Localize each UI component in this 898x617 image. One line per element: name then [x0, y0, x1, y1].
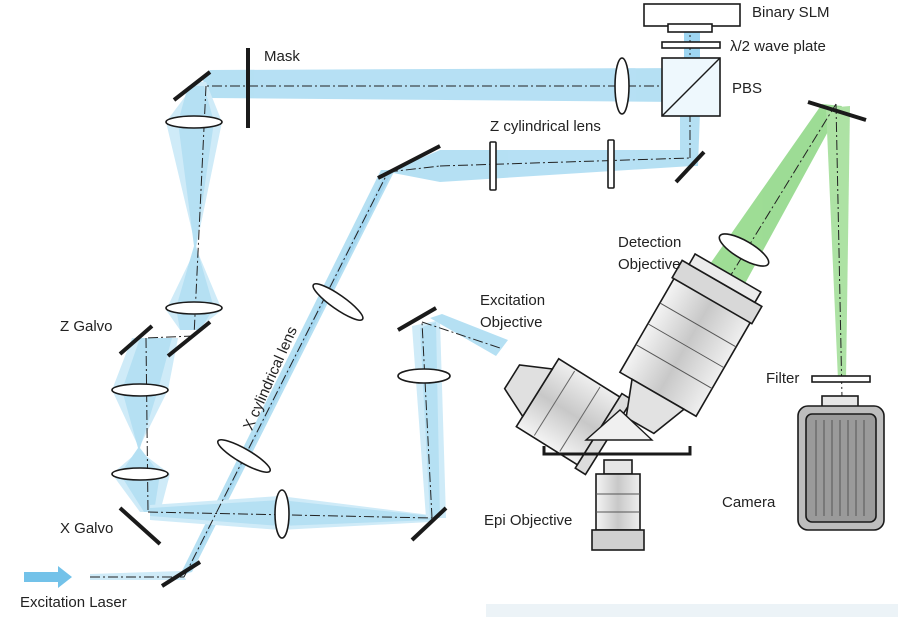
mirror-diagonal-top: [377, 144, 441, 180]
lenses: [111, 57, 770, 539]
label-z-cylindrical-lens: Z cylindrical lens: [490, 118, 601, 135]
label-filter: Filter: [766, 370, 800, 387]
mirror-top-left: [172, 70, 212, 102]
z-cylindrical-lens-1: [489, 141, 497, 191]
label-detection-objective-line2: Objective: [618, 256, 681, 273]
label-excitation-objective-line2: Objective: [480, 314, 543, 331]
label-excitation-laser: Excitation Laser: [20, 594, 127, 611]
label-detection-objective-line1: Detection: [618, 234, 682, 251]
lens-upper-telescope-2: [165, 301, 223, 315]
label-z-galvo: Z Galvo: [60, 318, 113, 335]
x-galvo-mirror: [118, 506, 162, 546]
mirrors: [118, 70, 867, 588]
mirror-right-upper: [396, 306, 438, 332]
label-pbs: PBS: [732, 80, 763, 97]
lens-x-galvo-relay: [274, 489, 290, 539]
filter-icon: [811, 375, 871, 383]
lens-detection-tube: [718, 233, 770, 267]
label-x-galvo: X Galvo: [60, 520, 114, 537]
lens-slm-path: [614, 57, 630, 115]
camera-icon: [797, 395, 885, 531]
sample-chamber-icon: [542, 409, 692, 456]
wave-plate-icon: [661, 41, 721, 49]
lens-lower-telescope-2: [111, 467, 169, 481]
label-excitation-objective-line1: Excitation: [480, 292, 546, 309]
lens-lower-telescope-1: [111, 383, 169, 397]
z-galvo-mirror-1: [166, 320, 212, 358]
detection-objective-icon: [618, 252, 763, 435]
binary-slm-stage-icon: [667, 23, 713, 33]
excitation-beam-path: [24, 24, 700, 588]
lens-right-vertical: [397, 368, 451, 384]
slm-assembly: [643, 3, 741, 117]
label-epi-objective: Epi Objective: [484, 512, 573, 529]
z-galvo-mirror-2: [118, 324, 154, 356]
label-mask: Mask: [264, 48, 300, 65]
mirror-pbs-lower: [674, 150, 706, 184]
label-binary-slm: Binary SLM: [752, 4, 830, 21]
binary-slm-icon: [643, 3, 741, 27]
label-wave-plate: λ/2 wave plate: [730, 38, 826, 55]
mirror-bottom-right: [410, 506, 448, 542]
mirror-detection: [807, 100, 867, 122]
lens-upper-telescope-1: [165, 115, 223, 129]
x-cylindrical-lens-lower: [216, 439, 272, 473]
epi-objective-icon: [591, 459, 645, 551]
bottom-edge-strip: [486, 604, 898, 617]
mirror-bottom-laser: [160, 560, 202, 588]
x-cylindrical-lens-upper: [312, 283, 364, 321]
label-camera: Camera: [722, 494, 776, 511]
excitation-laser-arrow-icon: [24, 566, 72, 588]
z-cylindrical-lens-2: [607, 139, 615, 189]
